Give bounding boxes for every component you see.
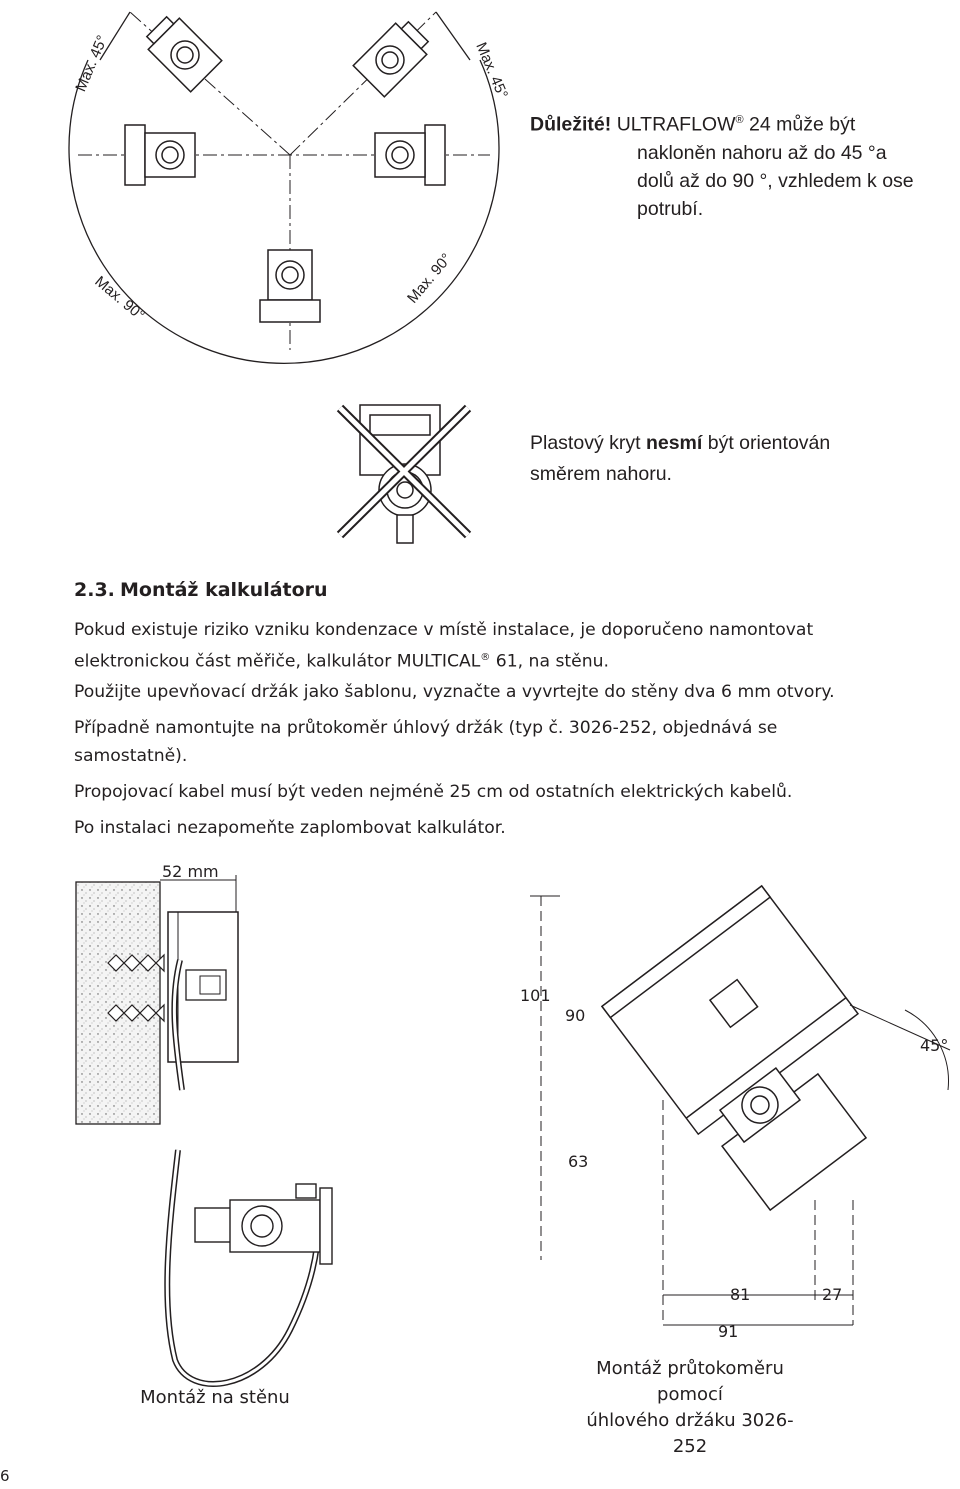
paragraph-2: Použijte upevňovací držák jako šablonu, … — [74, 682, 835, 702]
dim-101: 101 — [520, 986, 551, 1005]
bracket-caption-line2: úhlového držáku 3026-252 — [586, 1410, 794, 1457]
note-cover-part1: Plastový kryt — [530, 432, 646, 454]
note-cover: Plastový kryt nesmí být orientován směre… — [530, 428, 930, 490]
note-line3: dolů až do 90 °, vzhledem k ose — [637, 169, 914, 192]
note-important-label: Důležité! — [530, 113, 612, 136]
paragraph-3: Případně namontujte na průtokoměr úhlový… — [74, 718, 778, 766]
registered-mark: ® — [735, 114, 744, 126]
orientation-diagram — [68, 11, 500, 544]
wall-mount-caption: Montáž na stěnu — [140, 1387, 290, 1408]
wall-dimension-52mm: 52 mm — [162, 862, 219, 881]
bracket-caption: Montáž průtokoměru pomocí úhlového držák… — [570, 1356, 810, 1460]
note-line1-rest: 24 může být — [743, 113, 856, 136]
section-title: Montáž kalkulátoru — [120, 579, 328, 601]
paragraph-4: Propojovací kabel musí být veden nejméně… — [74, 782, 793, 802]
paragraph-5: Po instalaci nezapomeňte zaplombovat kal… — [74, 818, 506, 838]
section-heading: 2.3.Montáž kalkulátoru — [74, 579, 328, 601]
note-line2: nakloněn nahoru až do 45 °a — [637, 141, 887, 164]
dim-90: 90 — [565, 1006, 586, 1025]
note-cover-part2: být orientován — [702, 432, 831, 454]
note-product: ULTRAFLOW — [616, 113, 736, 136]
section-number: 2.3. — [74, 579, 115, 601]
dim-27: 27 — [822, 1285, 843, 1304]
p1-line1: Pokud existuje riziko vzniku kondenzace … — [74, 620, 814, 640]
p1-line2b: 61, na stěnu. — [490, 651, 609, 672]
note-important: Důležité! ULTRAFLOW® 24 může být nakloně… — [530, 106, 930, 223]
dim-81: 81 — [730, 1285, 751, 1304]
p1-line2a: elektronickou část měřiče, kalkulátor MU… — [74, 651, 481, 672]
registered-mark-2: ® — [480, 652, 491, 663]
angle-45: 45° — [920, 1036, 949, 1055]
bracket-caption-line1: Montáž průtokoměru pomocí — [596, 1358, 784, 1405]
paragraph-1: Pokud existuje riziko vzniku kondenzace … — [74, 616, 934, 676]
page-number: 6 — [0, 1467, 10, 1485]
dim-63: 63 — [568, 1152, 589, 1171]
note-line4: potrubí. — [637, 197, 704, 220]
dim-91: 91 — [718, 1322, 739, 1341]
note-cover-line2: směrem nahoru. — [530, 463, 672, 485]
note-cover-bold: nesmí — [645, 432, 703, 454]
